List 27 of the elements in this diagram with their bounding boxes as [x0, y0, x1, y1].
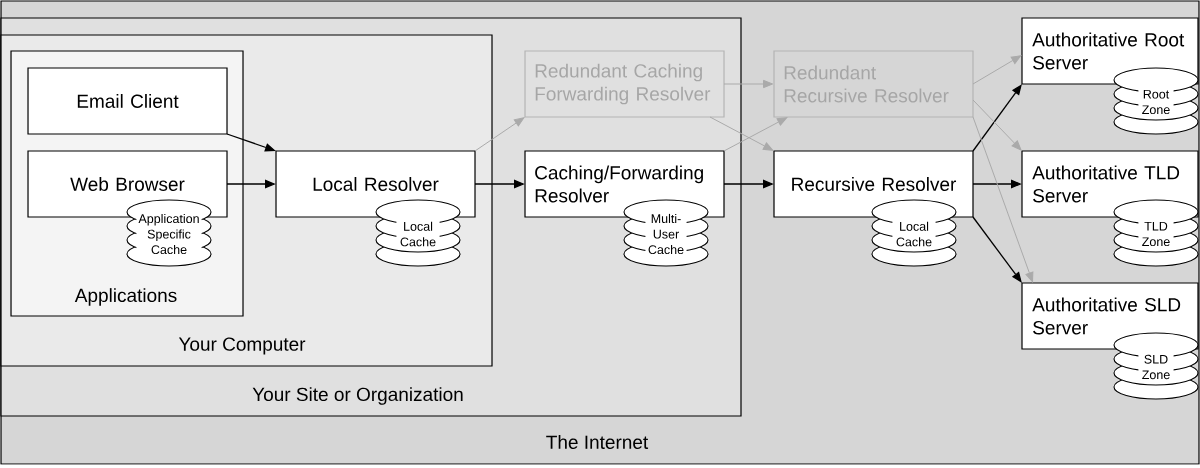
node-label: SLD [1144, 354, 1168, 364]
arrow [972, 84, 1022, 152]
database-stack: TLD Zone [1113, 199, 1199, 267]
database-stack: Root Zone [1113, 67, 1199, 135]
database-stack: SLD Zone [1113, 332, 1199, 400]
arrow [972, 216, 1022, 283]
arrow [972, 55, 1022, 85]
node-label: Zone [1142, 105, 1170, 115]
node-label: Local [900, 221, 929, 231]
arrow [474, 117, 525, 152]
component-box: Redundant Caching Forwarding Resolver [524, 50, 725, 118]
database-stack: Multi-User Cache [623, 199, 709, 267]
node-label: TLD [1144, 221, 1168, 231]
arrow [723, 117, 788, 152]
node-label: Root [1143, 89, 1170, 99]
component-box: Email Client [27, 67, 228, 135]
arrow [972, 116, 1034, 283]
database-stack: Local Cache [871, 199, 957, 267]
node-label: Zone [1142, 237, 1170, 247]
node-label: Zone [1142, 370, 1170, 380]
database-stack: Application Specific Cache [126, 199, 212, 267]
arrow [972, 99, 1022, 151]
database-stack: Local Cache [375, 199, 461, 267]
arrow [709, 116, 774, 151]
node-label: Application Specific Cache [138, 213, 199, 255]
arrow [723, 79, 774, 89]
node-label: Local [404, 221, 433, 231]
